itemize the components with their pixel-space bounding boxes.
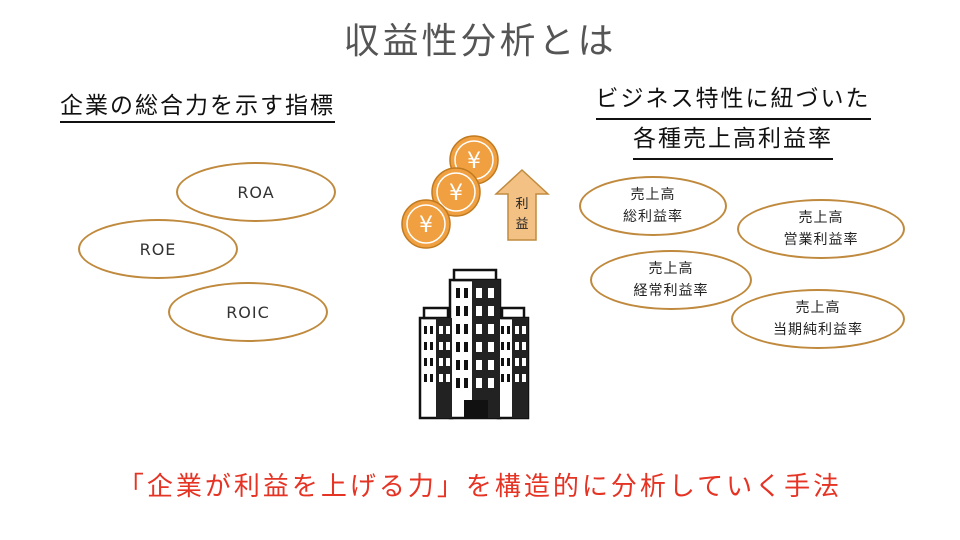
metric-ellipse-roic: ROIC bbox=[168, 282, 328, 342]
office-building-icon bbox=[418, 268, 530, 420]
ratio-line1: 売上高 bbox=[798, 210, 844, 226]
metric-label: ROE bbox=[139, 239, 177, 259]
ratio-line1: 売上高 bbox=[630, 187, 676, 203]
center-illustration: ¥ ¥ ¥ 利 益 bbox=[401, 135, 550, 420]
yen-coin-icon: ¥ bbox=[401, 199, 451, 249]
ratio-line1: 売上高 bbox=[795, 300, 841, 316]
arrow-label-char: 利 bbox=[515, 197, 528, 212]
coin-symbol: ¥ bbox=[467, 149, 481, 174]
ratio-ellipse-ordinary: 売上高 経常利益率 bbox=[590, 250, 752, 310]
metric-ellipse-roe: ROE bbox=[78, 219, 238, 279]
ratio-ellipse-gross: 売上高 総利益率 bbox=[579, 176, 727, 236]
coin-symbol: ¥ bbox=[449, 181, 463, 206]
ratio-ellipse-operating: 売上高 営業利益率 bbox=[737, 199, 905, 259]
ratio-line1: 売上高 bbox=[648, 261, 694, 277]
ratio-line2: 当期純利益率 bbox=[773, 322, 863, 338]
page-title: 収益性分析とは bbox=[343, 21, 617, 62]
up-arrow-icon: 利 益 bbox=[494, 168, 550, 241]
ratio-line2: 経常利益率 bbox=[633, 283, 709, 299]
ratio-line2: 営業利益率 bbox=[783, 232, 859, 248]
left-heading-text: 企業の総合力を示す指標 bbox=[60, 93, 335, 123]
left-section-heading: 企業の総合力を示す指標 bbox=[60, 86, 335, 123]
metric-label: ROIC bbox=[226, 302, 270, 322]
coin-symbol: ¥ bbox=[419, 213, 433, 238]
ratio-ellipse-net: 売上高 当期純利益率 bbox=[731, 289, 905, 349]
ratio-line2: 総利益率 bbox=[623, 209, 683, 225]
right-section-heading: ビジネス特性に紐づいた 各種売上高利益率 bbox=[558, 80, 908, 160]
metric-label: ROA bbox=[237, 182, 275, 202]
yen-coin-icon: ¥ bbox=[431, 167, 481, 217]
right-heading-line1: ビジネス特性に紐づいた bbox=[595, 80, 871, 120]
arrow-label-char: 益 bbox=[515, 217, 528, 232]
right-heading-line2: 各種売上高利益率 bbox=[633, 120, 833, 160]
metric-ellipse-roa: ROA bbox=[176, 162, 336, 222]
footer-description: 「企業が利益を上げる力」を構造的に分析していく手法 bbox=[117, 472, 843, 502]
